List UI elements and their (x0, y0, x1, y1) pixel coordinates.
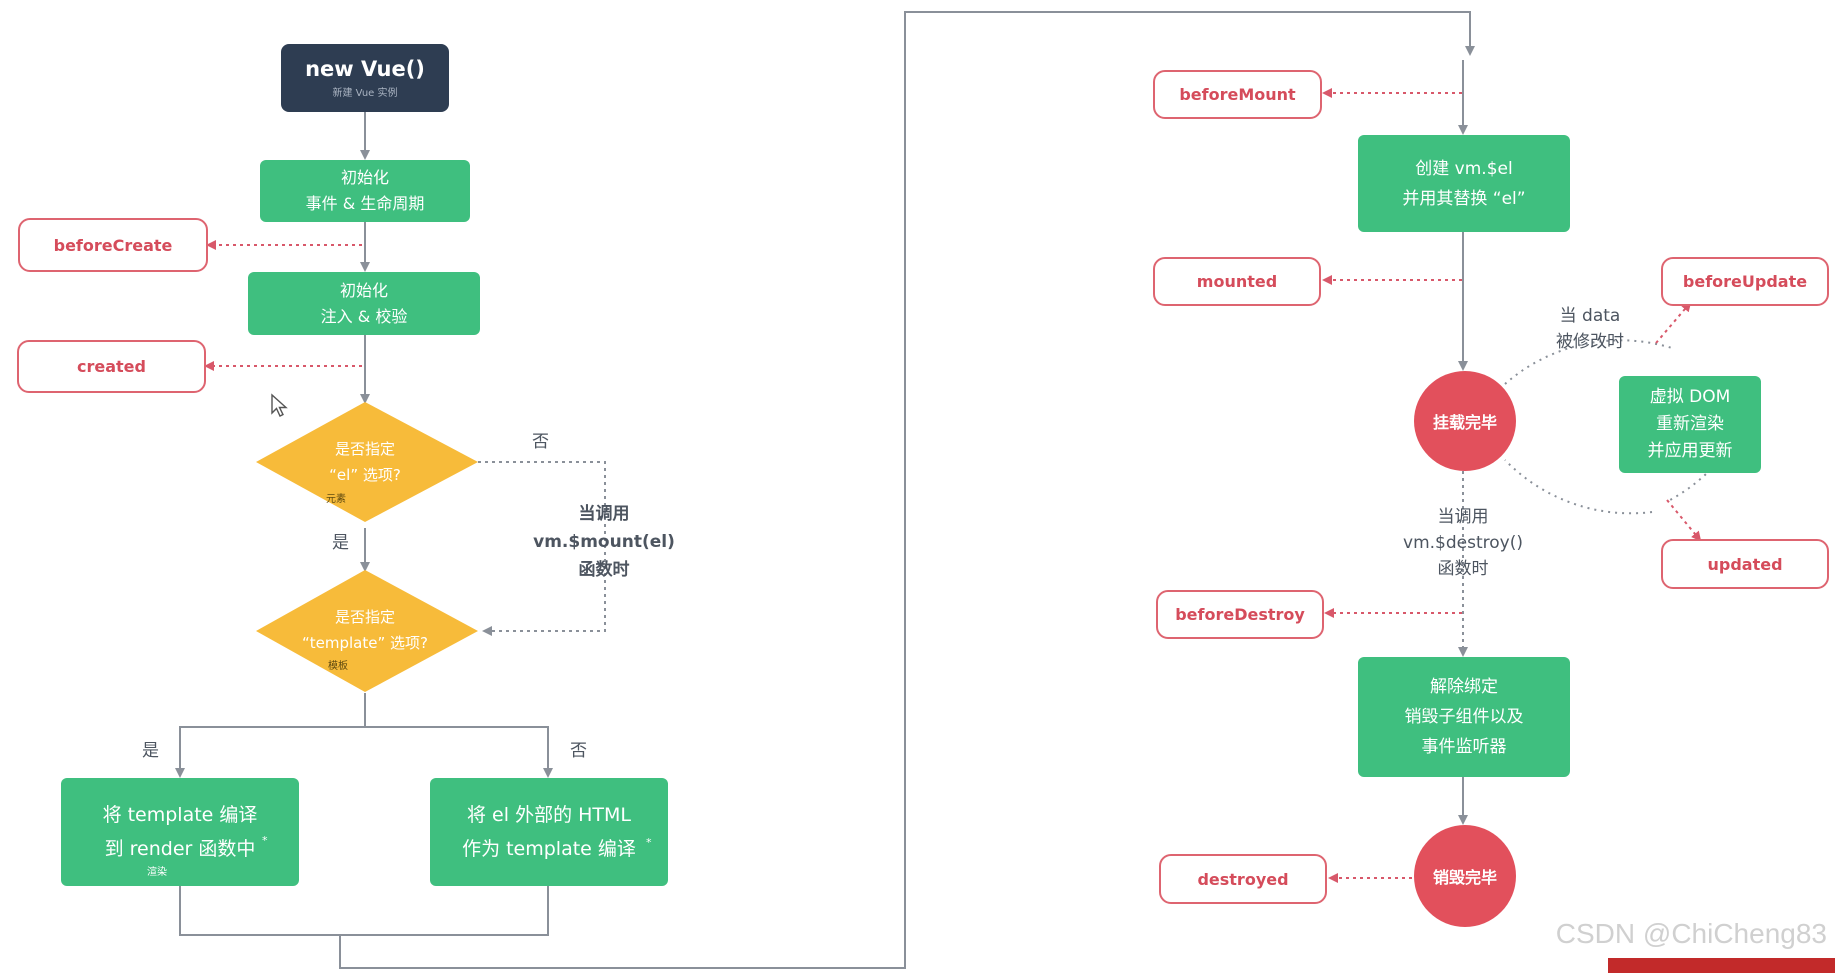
decision-has-el-line1: 是否指定 (334, 440, 395, 458)
note-data-changed-line1: 当 data (1559, 306, 1621, 326)
step-vdom-rerender-line3: 并应用更新 (1647, 441, 1733, 461)
hook-beforeMount: beforeMount (1153, 70, 1322, 119)
step-compile-template-line1: 将 template 编译 (102, 804, 258, 826)
step-init-events-line2: 事件 & 生命周期 (305, 194, 425, 213)
hook-created: created (17, 340, 206, 393)
update-loop-arc-bottom (1504, 459, 1653, 515)
step-init-events: 初始化 事件 & 生命周期 (260, 160, 470, 222)
start-node: new Vue() 新建 Vue 实例 (281, 44, 449, 112)
dash-to-beforeUpdate (1655, 301, 1692, 344)
step-outer-html: 将 el 外部的 HTML 作为 template 编译 (430, 778, 668, 886)
note-mount-call: 当调用 vm.$mount(el) 函数时 (522, 500, 686, 584)
step-teardown-line3: 事件监听器 (1421, 737, 1507, 757)
decision-has-template-label: 是否指定 “template” 选项? (255, 604, 475, 656)
note-data-changed: 当 data 被修改时 (1540, 303, 1640, 355)
decision-has-el (256, 402, 478, 522)
flow-template-split-no (365, 726, 553, 778)
step-teardown-line1: 解除绑定 (1430, 677, 1498, 697)
start-title: new Vue() (305, 57, 425, 81)
note-mount-call-line3: 函数时 (578, 560, 630, 580)
step-outer-html-line2: 作为 template 编译 (462, 838, 636, 860)
step-init-inject-line2: 注入 & 校验 (320, 306, 408, 326)
step-create-el-line1: 创建 vm.$el (1415, 158, 1513, 179)
note-data-changed-line2: 被修改时 (1556, 332, 1624, 352)
step-init-inject: 初始化 注入 & 校验 (248, 272, 480, 335)
step-init-inject-line1: 初始化 (339, 280, 388, 300)
corner-decoration (1608, 958, 1835, 973)
step-outer-html-line1: 将 el 外部的 HTML (467, 804, 631, 826)
note-destroy-call-line2: vm.$destroy() (1403, 533, 1523, 553)
branch-el-no-label: 否 (532, 432, 549, 452)
note-mount-call-line1: 当调用 (578, 504, 630, 524)
dash-to-updated (1666, 499, 1702, 542)
note-mount-call-line2: vm.$mount(el) (533, 532, 675, 552)
flow-template-split (175, 693, 366, 778)
hook-mounted: mounted (1153, 257, 1321, 306)
decision-has-template-note: 模板 (328, 661, 348, 672)
note-destroy-call-line3: 函数时 (1437, 559, 1489, 579)
state-destroyed: 销毁完毕 (1414, 825, 1516, 927)
watermark: CSDN @ChiCheng83 (1555, 918, 1827, 949)
branch-template-yes-label: 是 (142, 741, 159, 761)
step-compile-template-asterisk: * (262, 834, 268, 847)
decision-has-el-note: 元素 (326, 494, 346, 505)
note-destroy-call: 当调用 vm.$destroy() 函数时 (1388, 504, 1538, 582)
decision-has-template-line2: “template” 选项? (302, 634, 428, 652)
flow-merge-bottom (179, 886, 549, 936)
step-outer-html-asterisk: * (646, 836, 652, 849)
step-vdom-rerender: 虚拟 DOM 重新渲染 并应用更新 (1619, 376, 1761, 473)
decision-has-template-line1: 是否指定 (334, 608, 395, 626)
step-teardown-line2: 销毁子组件以及 (1404, 707, 1524, 727)
step-init-events-line1: 初始化 (340, 168, 389, 187)
hook-updated: updated (1661, 539, 1829, 589)
step-teardown: 解除绑定 销毁子组件以及 事件监听器 (1358, 657, 1570, 777)
hook-beforeUpdate: beforeUpdate (1661, 257, 1829, 306)
decision-has-el-line2: “el” 选项? (329, 466, 401, 484)
hook-destroyed: destroyed (1159, 854, 1327, 904)
flow-el-no-dashed (478, 461, 606, 636)
hook-beforeDestroy: beforeDestroy (1156, 590, 1324, 639)
step-create-el: 创建 vm.$el 并用其替换 “el” (1358, 135, 1570, 232)
mouse-cursor-icon (271, 393, 288, 417)
branch-template-no-label: 否 (570, 741, 587, 761)
decision-has-el-label: 是否指定 “el” 选项? (275, 436, 455, 488)
flow-bridge-to-right (339, 11, 1475, 969)
step-vdom-rerender-line1: 虚拟 DOM (1649, 387, 1731, 407)
update-loop-arc-top (1504, 339, 1673, 385)
hook-beforeCreate: beforeCreate (18, 218, 208, 272)
start-subtitle: 新建 Vue 实例 (332, 88, 398, 99)
step-vdom-rerender-line2: 重新渲染 (1656, 414, 1724, 434)
step-compile-template: 将 template 编译 到 render 函数中 (61, 778, 299, 886)
step-compile-template-note: 渲染 (147, 867, 167, 878)
step-create-el-line2: 并用其替换 “el” (1402, 188, 1526, 209)
step-compile-template-line2: 到 render 函数中 (104, 838, 256, 860)
note-destroy-call-line1: 当调用 (1437, 507, 1489, 527)
decision-has-template (256, 570, 478, 692)
state-mounted: 挂载完毕 (1414, 371, 1516, 471)
branch-el-yes-label: 是 (332, 533, 349, 553)
